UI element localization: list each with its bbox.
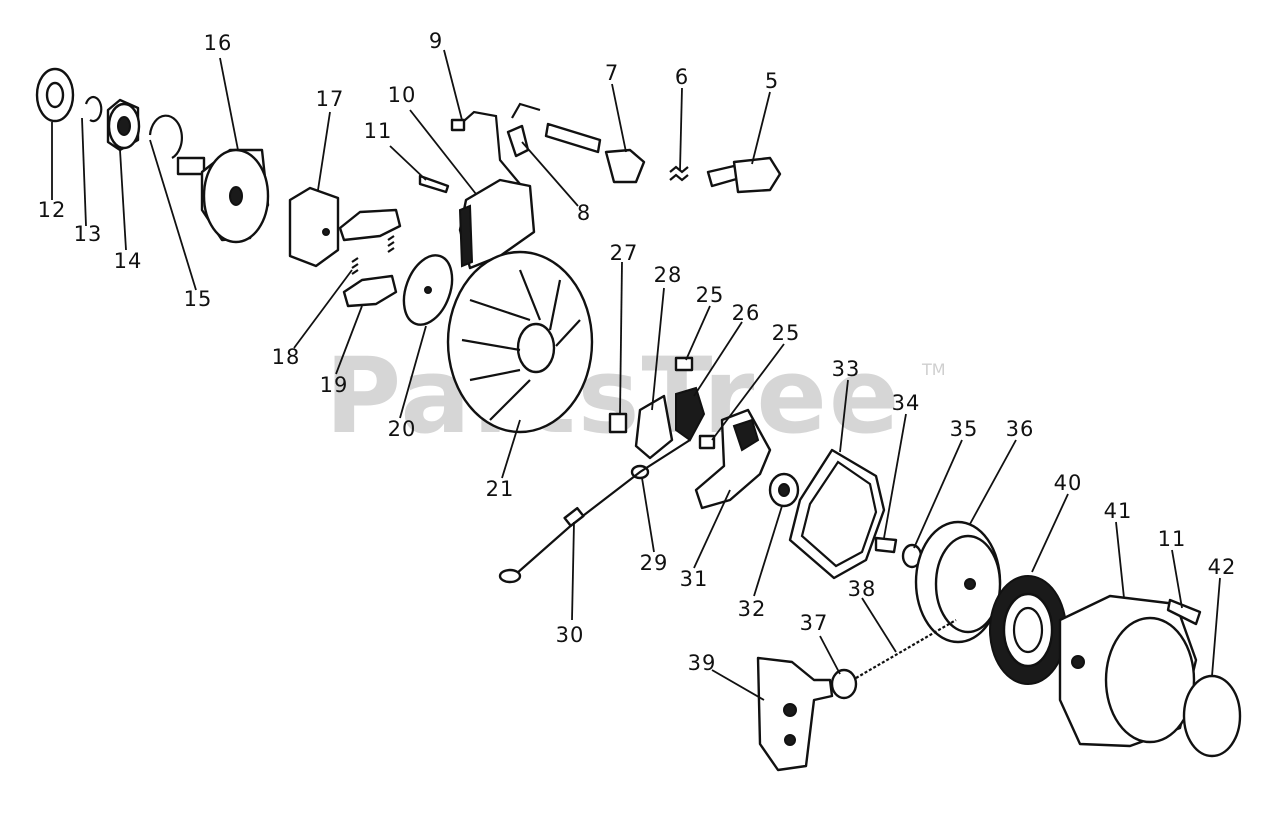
callout-25-a: 25 — [696, 283, 725, 307]
callout-9: 9 — [429, 29, 443, 53]
part-11-screw-lower[interactable] — [1166, 598, 1202, 626]
callout-21: 21 — [486, 477, 515, 501]
callout-12: 12 — [38, 198, 67, 222]
callout-37: 37 — [800, 611, 829, 635]
callout-6: 6 — [675, 65, 689, 89]
callout-20: 20 — [388, 417, 417, 441]
callout-36: 36 — [1006, 417, 1035, 441]
part-18-springs[interactable] — [351, 235, 395, 275]
part-41-starter-housing[interactable] — [1058, 594, 1198, 748]
part-31-plate[interactable] — [694, 408, 772, 510]
part-27-key[interactable] — [608, 412, 628, 434]
part-6-spring[interactable] — [669, 165, 689, 182]
part-34-screw[interactable] — [874, 536, 898, 554]
part-42-cap[interactable] — [1182, 674, 1242, 758]
callout-39: 39 — [688, 651, 717, 675]
watermark-trademark: TM — [922, 360, 946, 379]
part-40-recoil-spring[interactable] — [989, 575, 1067, 685]
part-39-handle[interactable] — [756, 656, 834, 772]
callout-35: 35 — [950, 417, 979, 441]
part-10-ignition-module[interactable] — [458, 178, 536, 270]
part-13-snap-ring[interactable] — [84, 95, 103, 123]
part-15-snap-ring[interactable] — [148, 114, 183, 159]
part-19-clutch-shoes[interactable] — [338, 208, 402, 308]
callout-7: 7 — [605, 61, 619, 85]
callout-11-lower: 11 — [1158, 527, 1187, 551]
part-38-rope[interactable] — [855, 619, 957, 679]
part-25-screw-b[interactable] — [698, 434, 716, 450]
part-7-terminal[interactable] — [604, 148, 646, 184]
callout-38: 38 — [848, 577, 877, 601]
part-28-pawl[interactable] — [634, 394, 674, 460]
part-11-screw-upper[interactable] — [418, 174, 450, 194]
part-20-disc[interactable] — [395, 249, 461, 332]
part-12-washer[interactable] — [35, 67, 75, 123]
callout-42: 42 — [1208, 555, 1237, 579]
callout-19: 19 — [320, 373, 349, 397]
part-16-clutch-drum[interactable] — [176, 148, 270, 244]
callout-31: 31 — [680, 567, 709, 591]
part-8-boot[interactable] — [506, 122, 602, 158]
callout-30: 30 — [556, 623, 585, 647]
callout-17: 17 — [316, 87, 345, 111]
part-21-flywheel[interactable] — [446, 250, 594, 434]
callout-40: 40 — [1054, 471, 1083, 495]
callout-14: 14 — [114, 249, 143, 273]
part-9-spark-wire[interactable] — [450, 102, 541, 185]
callout-33: 33 — [832, 357, 861, 381]
callout-25-b: 25 — [772, 321, 801, 345]
callout-8: 8 — [577, 201, 591, 225]
callout-34: 34 — [892, 391, 921, 415]
callout-27: 27 — [610, 241, 639, 265]
callout-11-upper: 11 — [364, 119, 393, 143]
part-36-pulley[interactable] — [914, 520, 1002, 644]
part-17-cover-block[interactable] — [288, 186, 340, 268]
part-37-guide[interactable] — [830, 668, 858, 700]
callout-41: 41 — [1104, 499, 1133, 523]
callout-32: 32 — [738, 597, 767, 621]
callout-18: 18 — [272, 345, 301, 369]
callout-16: 16 — [204, 31, 233, 55]
callout-labels: 12 13 14 15 16 17 11 10 9 8 7 6 5 18 19 … — [38, 29, 1237, 675]
part-14-bearing[interactable] — [106, 98, 141, 152]
part-26-pawl-arm[interactable] — [675, 386, 706, 442]
leader-lines — [51, 49, 1221, 701]
part-30-cable[interactable] — [498, 439, 691, 584]
part-5-spark-plug[interactable] — [706, 156, 782, 194]
part-33-gasket[interactable] — [788, 448, 886, 580]
callout-28: 28 — [654, 263, 683, 287]
watermark-text: PartsTree — [325, 335, 902, 457]
part-25-screw-a[interactable] — [674, 356, 694, 372]
callout-10: 10 — [388, 83, 417, 107]
callout-26: 26 — [732, 301, 761, 325]
callout-13: 13 — [74, 222, 103, 246]
callout-15: 15 — [184, 287, 213, 311]
part-32-nut[interactable] — [768, 472, 800, 508]
callout-29: 29 — [640, 551, 669, 575]
callout-5: 5 — [765, 69, 779, 93]
